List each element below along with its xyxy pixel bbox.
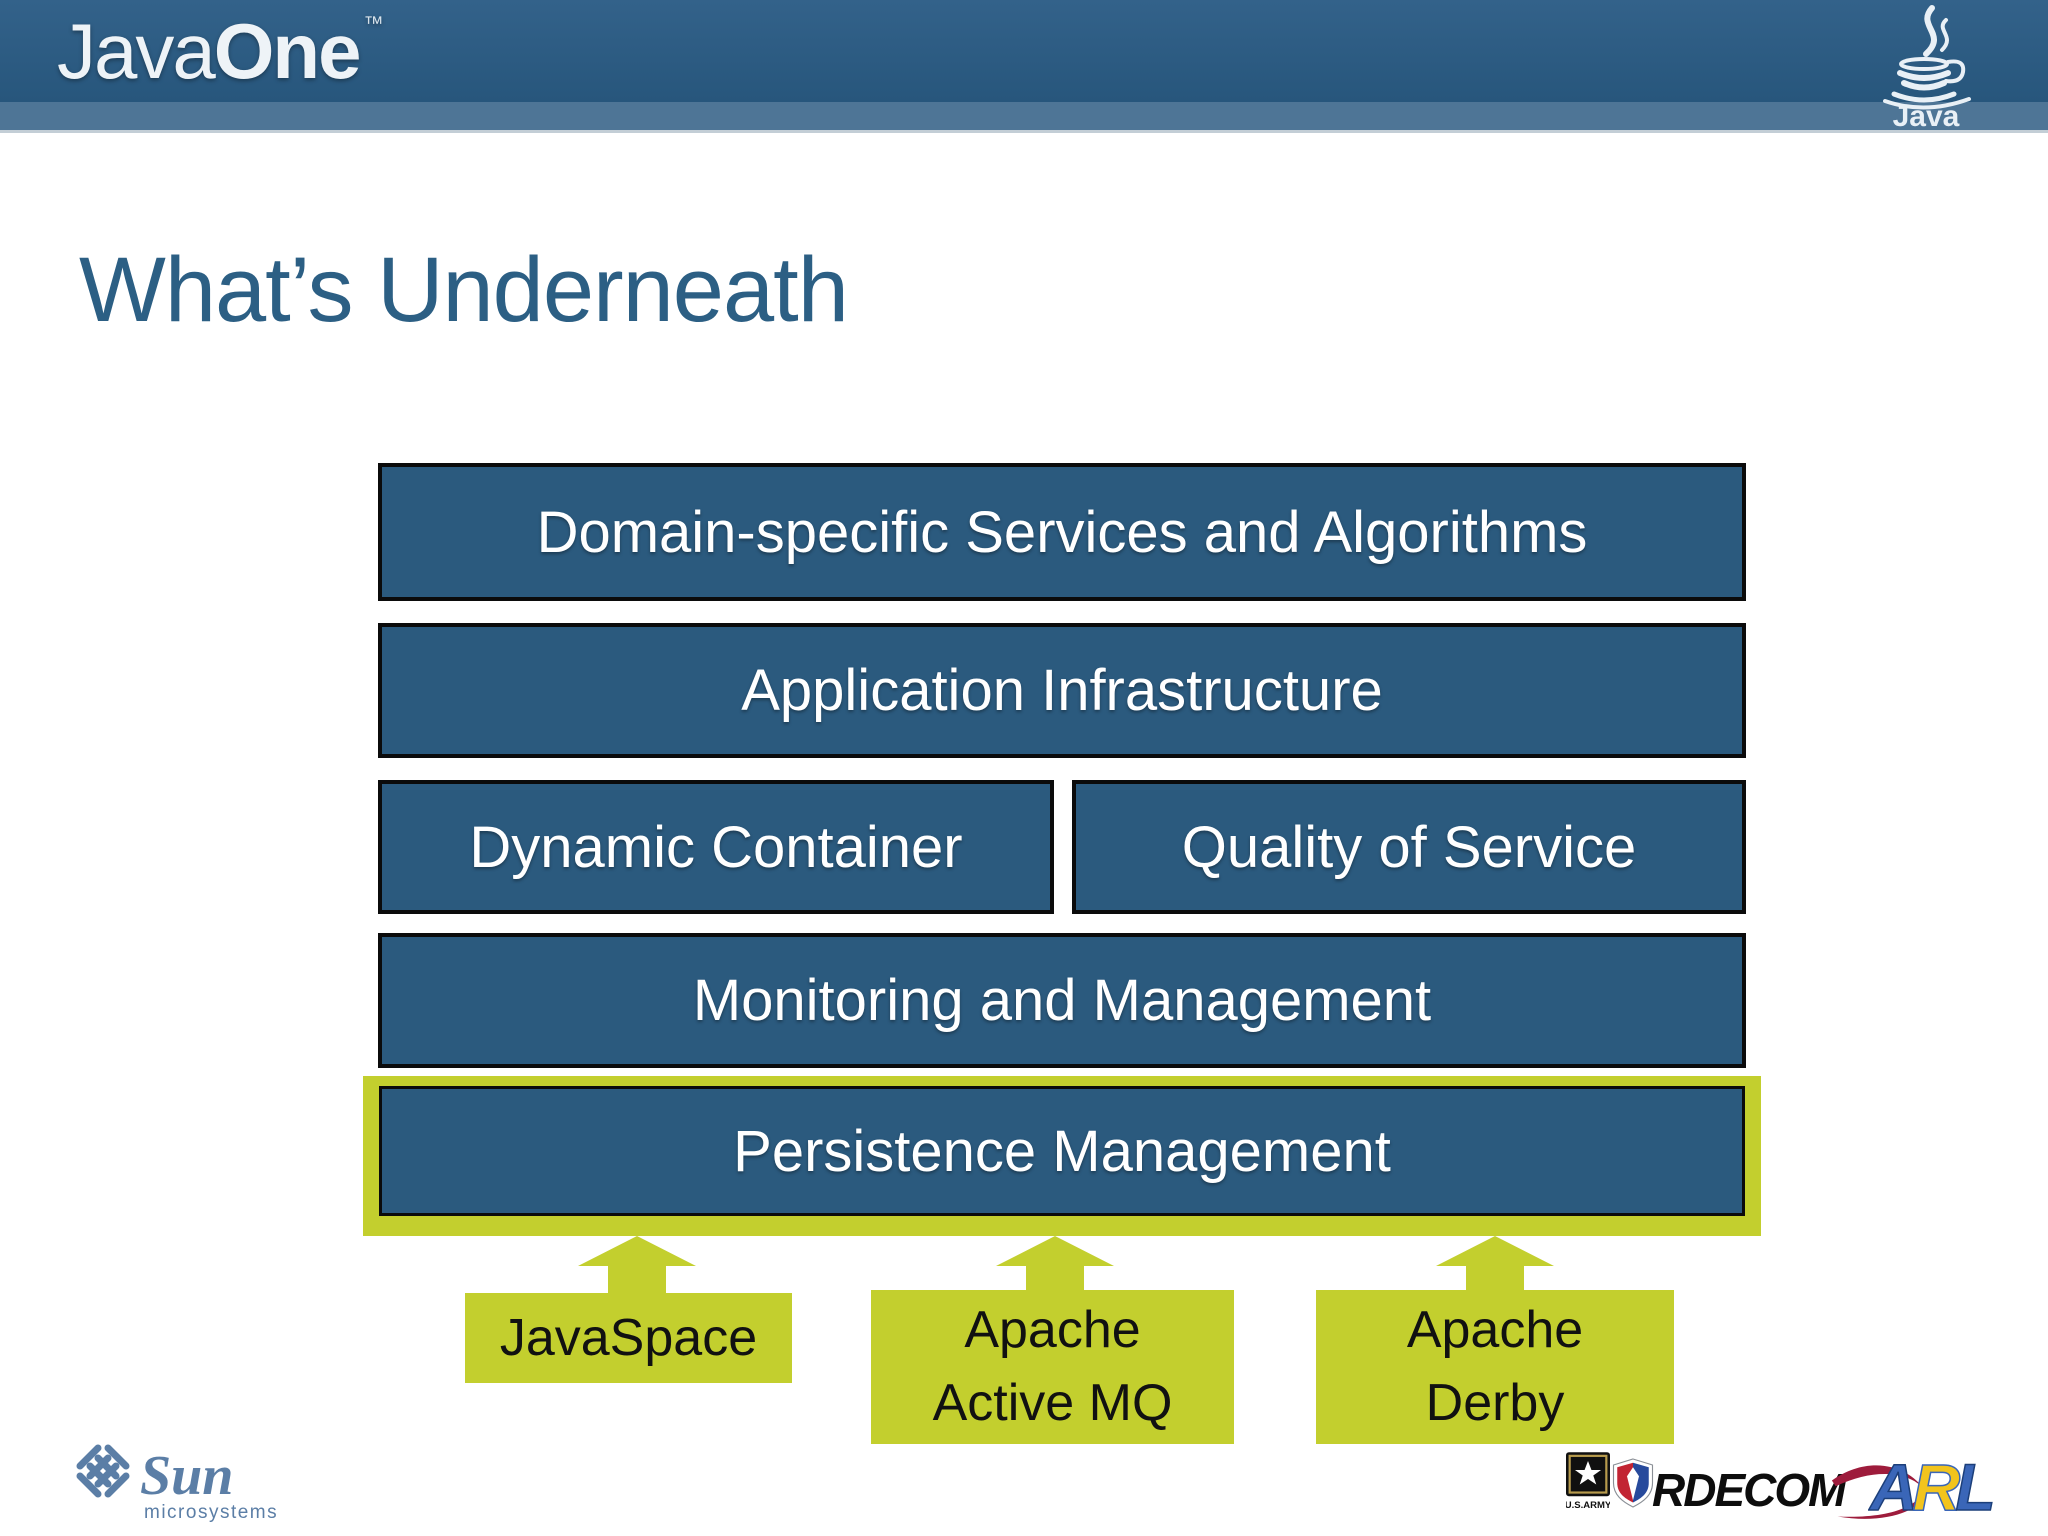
layer-application-infrastructure: Application Infrastructure: [378, 623, 1746, 758]
javaone-logo-one: One: [213, 7, 362, 95]
rdecom-wordmark: RDECOM: [1652, 1464, 1846, 1516]
javaone-logo-java: Java: [57, 7, 216, 95]
page-title: What’s Underneath: [79, 239, 849, 341]
java-cup-label: Java: [1893, 100, 1960, 130]
provider-javaspace-line1: JavaSpace: [499, 1308, 758, 1367]
arrow-up-activemq: [996, 1236, 1114, 1302]
layer-monitoring-management-label: Monitoring and Management: [692, 968, 1432, 1033]
provider-apache-activemq-line2: Active MQ: [932, 1374, 1173, 1432]
provider-apache-activemq: Apache Active MQ: [871, 1290, 1234, 1444]
rdecom-swoosh-icon: [1832, 1465, 1927, 1519]
layer-domain-services: Domain-specific Services and Algorithms: [378, 463, 1746, 601]
layer-dynamic-container-label: Dynamic Container: [469, 814, 963, 880]
layer-persistence-management-label: Persistence Management: [733, 1118, 1391, 1184]
layer-quality-of-service: Quality of Service: [1072, 780, 1746, 914]
provider-apache-activemq-line1: Apache: [964, 1301, 1141, 1360]
svg-text:ARL: ARL: [1868, 1450, 1992, 1524]
arl-letter-a: A: [1868, 1450, 1913, 1524]
javaone-logo-reflection: JavaOne: [57, 95, 359, 133]
java-cup-icon: Java: [1883, 5, 1971, 130]
us-army-label: U.S.ARMY: [1566, 1500, 1610, 1511]
header-divider-line: [0, 130, 2048, 133]
arrow-up-javaspace: [578, 1236, 696, 1302]
header-reflection-band: [0, 102, 2048, 130]
arl-letter-l: L: [1955, 1450, 1992, 1524]
javaone-trademark: ™: [363, 13, 383, 35]
header-background: [0, 0, 2048, 102]
rdecom-logo: RDECOM: [1652, 1452, 1934, 1528]
sun-logo-subtext: microsystems: [144, 1502, 278, 1523]
layer-dynamic-container: Dynamic Container: [378, 780, 1054, 914]
amc-shield-icon: [1612, 1458, 1654, 1508]
sun-diamond-icon: [76, 1444, 130, 1498]
persistence-highlight-frame: Persistence Management: [363, 1076, 1761, 1236]
arl-letter-r: R: [1913, 1450, 1961, 1524]
arl-logo: ARL: [1868, 1449, 1998, 1525]
layer-application-infrastructure-label: Application Infrastructure: [741, 658, 1383, 723]
sun-microsystems-logo: Sun microsystems: [76, 1444, 278, 1523]
layer-quality-of-service-label: Quality of Service: [1181, 814, 1637, 880]
provider-apache-derby: Apache Derby: [1316, 1290, 1674, 1444]
provider-apache-derby-line1: Apache: [1406, 1301, 1584, 1360]
layer-monitoring-management: Monitoring and Management: [378, 933, 1746, 1068]
layer-persistence-management: Persistence Management: [379, 1086, 1745, 1216]
layer-domain-services-label: Domain-specific Services and Algorithms: [536, 499, 1588, 565]
provider-javaspace: JavaSpace: [465, 1293, 792, 1383]
arrow-up-derby: [1436, 1236, 1554, 1302]
us-army-logo: U.S.ARMY: [1566, 1452, 1610, 1511]
sun-logo-wordmark: Sun: [140, 1445, 233, 1507]
provider-apache-derby-line2: Derby: [1425, 1374, 1565, 1432]
